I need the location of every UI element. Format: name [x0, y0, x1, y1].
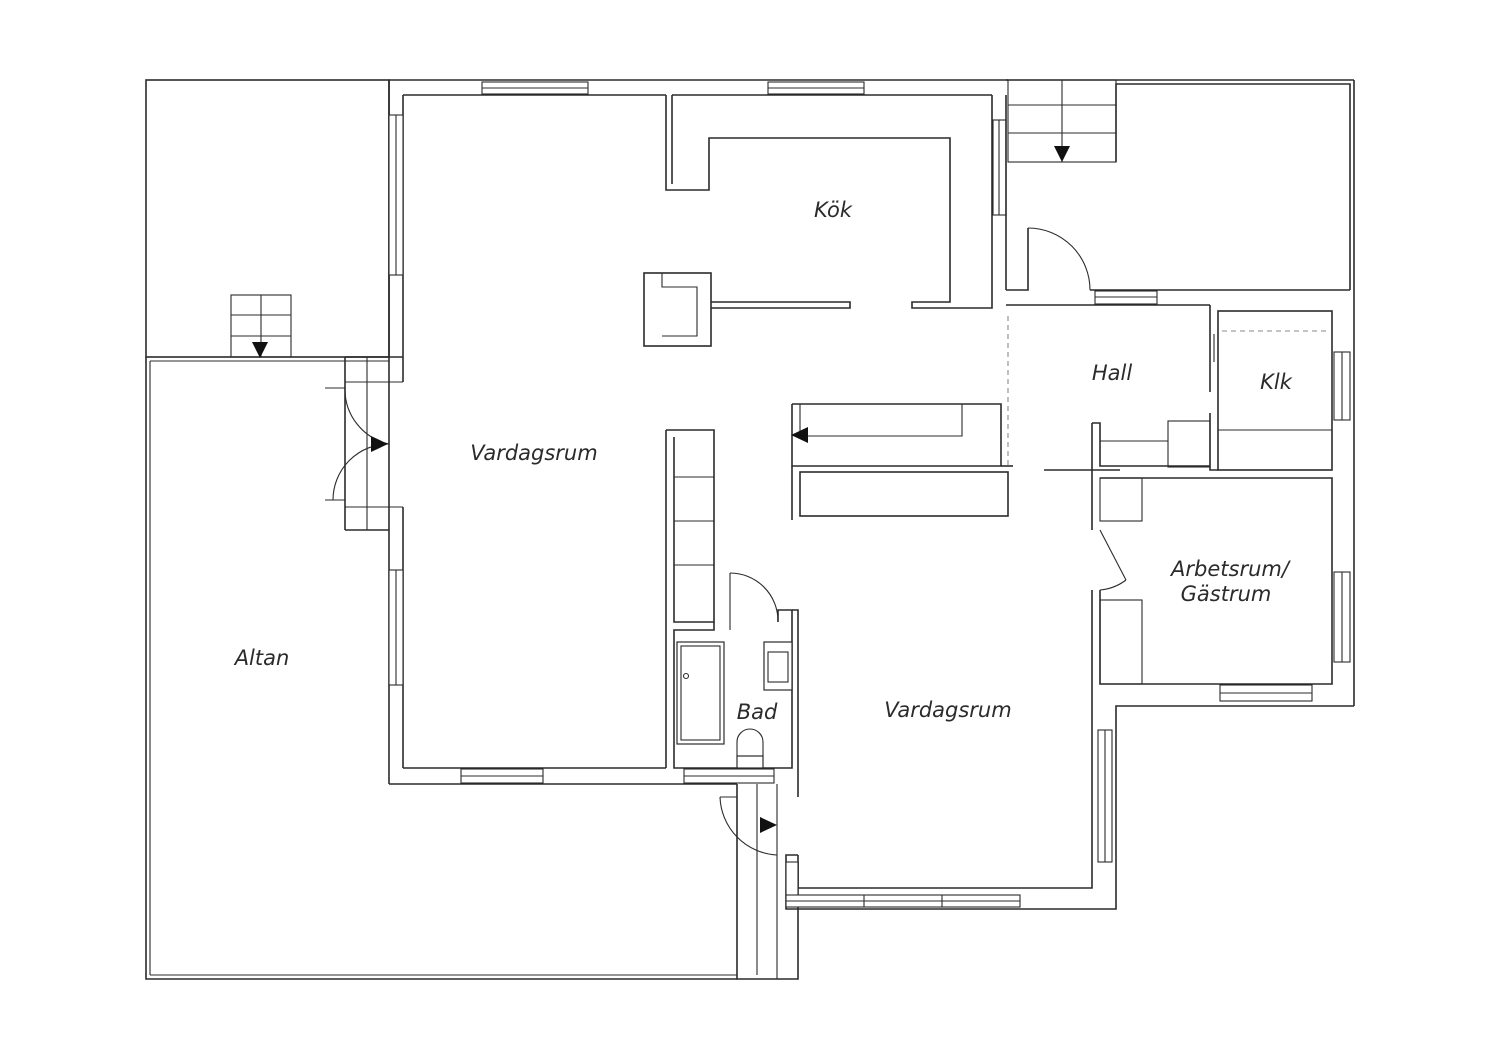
- toilet: [736, 755, 764, 769]
- windows-north: [481, 81, 865, 95]
- room-label-kok: Kök: [814, 198, 853, 222]
- bathroom: [673, 572, 799, 797]
- living-room-right: [785, 590, 1354, 910]
- room-label-arbetsrum: Arbetsrum/: [1169, 557, 1291, 581]
- kitchen-island: [643, 272, 851, 347]
- arrow-right-icon: [760, 817, 777, 833]
- room-label-altan: Altan: [233, 646, 290, 670]
- windows-west: [388, 114, 404, 686]
- arrow-down-icon: [252, 342, 268, 358]
- west-double-door: [325, 387, 390, 501]
- entry-stair: [1007, 79, 1117, 163]
- hall-wardrobe: [1044, 413, 1218, 530]
- windows-south-left: [460, 768, 544, 784]
- living-partition: [666, 429, 715, 623]
- south-entrance: [719, 784, 799, 980]
- arrow-left-icon: [791, 427, 808, 443]
- room-label-vardagsrum-right: Vardagsrum: [884, 698, 1011, 722]
- kitchen-walls: [665, 95, 1007, 309]
- room-label-klk: Klk: [1260, 370, 1293, 394]
- room-label-vardagsrum-left: Vardagsrum: [470, 441, 597, 465]
- room-label-bad: Bad: [737, 700, 778, 724]
- hall-walls: [1006, 227, 1350, 466]
- arrow-right-icon: [371, 436, 388, 452]
- study-room: [1099, 477, 1351, 702]
- storage-top-right: [1006, 79, 1355, 706]
- room-labels: Kök Hall Klk Vardagsrum Vardagsrum Arbet…: [233, 198, 1293, 724]
- altan-deck: [145, 79, 737, 980]
- closet-walls: [1209, 305, 1351, 471]
- room-label-hall: Hall: [1092, 361, 1132, 385]
- garden-steps: [230, 294, 292, 358]
- bathtub: [676, 641, 725, 745]
- central-bench: [791, 403, 1013, 520]
- room-label-gastrum: Gästrum: [1181, 582, 1272, 606]
- arrow-down-icon: [1054, 146, 1070, 162]
